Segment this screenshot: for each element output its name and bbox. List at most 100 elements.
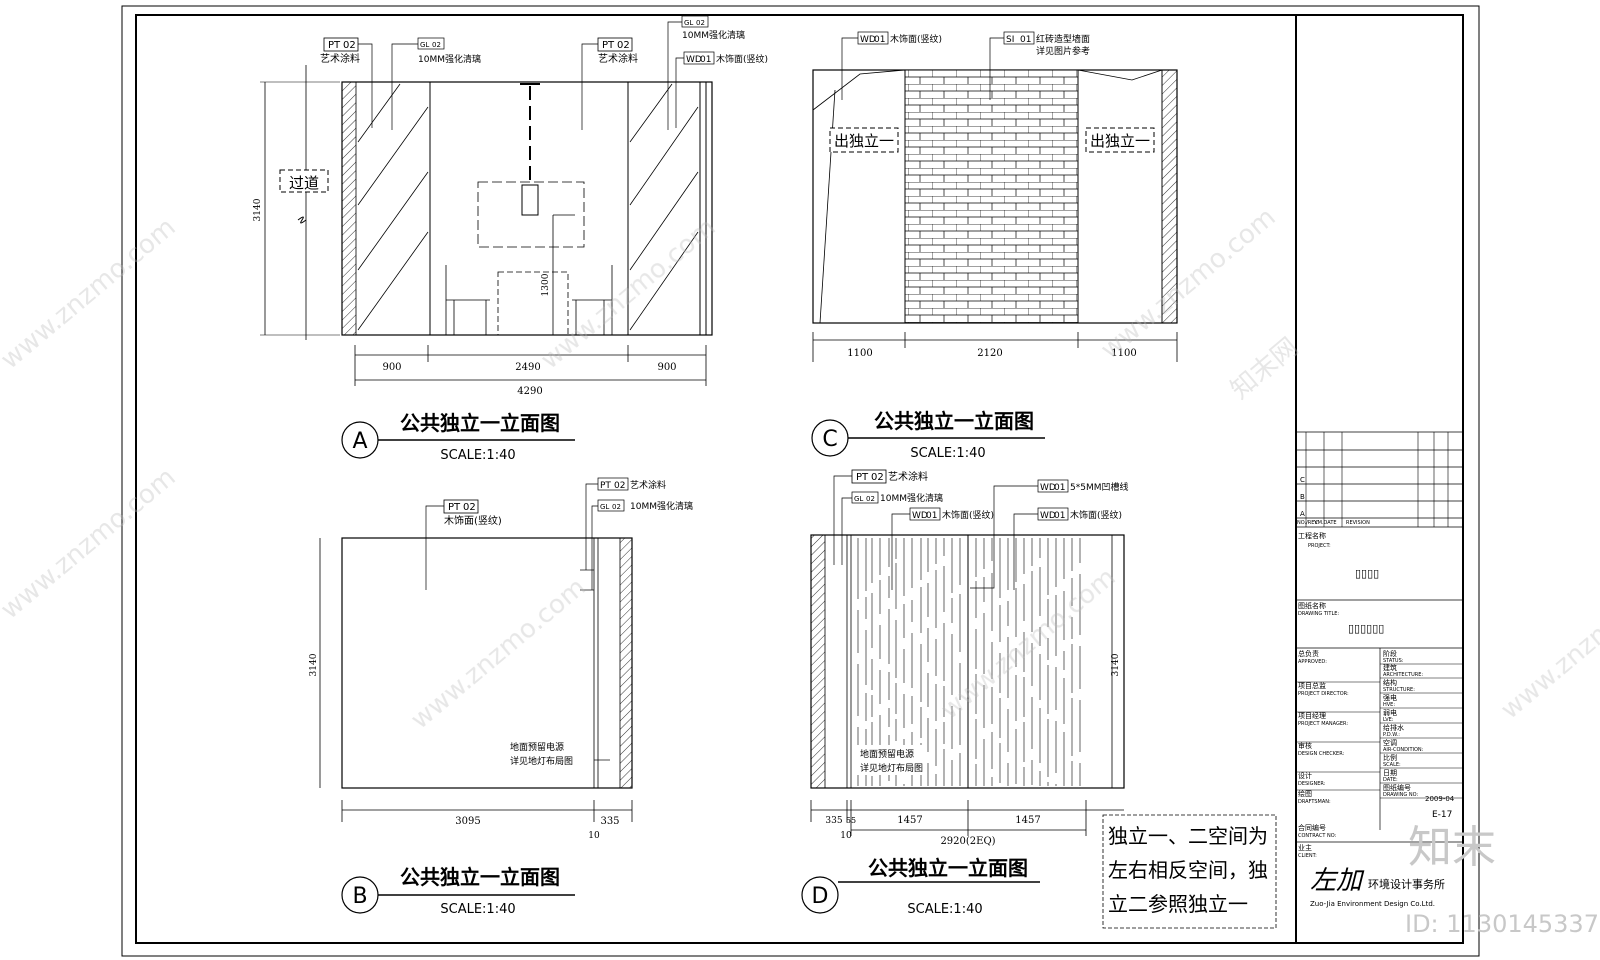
elev-a-height: 3140	[253, 198, 263, 221]
firm-cn: 环境设计事务所	[1368, 877, 1445, 891]
tb-discipline-4-cn: 给排水	[1383, 723, 1404, 732]
contract-cn: 合同编号	[1298, 823, 1326, 832]
elev-a-tag-1-code: PT	[328, 40, 341, 51]
elev-b-scale: SCALE:1:40	[440, 902, 515, 917]
watermark-3: www.znzmo.com	[1095, 202, 1281, 365]
elev-a-dim-2: 2490	[515, 362, 540, 373]
elev-d-tag-4-text: 5*5MM凹槽线	[1070, 481, 1128, 493]
elev-d-tag-5-text: 木饰面(竖纹)	[1070, 509, 1122, 521]
drawing-title-value: ▯▯▯▯▯▯	[1348, 622, 1384, 635]
note-line-3: 立二参照独立一	[1108, 892, 1248, 916]
elev-a-inner-height: 1300	[541, 273, 551, 296]
elev-b-tag-3-code: GL	[600, 503, 609, 511]
elev-a-tag-3-num: 02	[617, 40, 630, 51]
tb-manager-cn: 项目经理	[1298, 711, 1326, 720]
elev-c-tag-1-text: 木饰面(竖纹)	[890, 33, 942, 45]
rev-header-revision: REVISION	[1346, 520, 1370, 526]
elev-b-tag-1-text: 木饰面(竖纹)	[444, 514, 502, 527]
elev-a-tag-4-num: 02	[696, 19, 705, 27]
elevation-a: 过道 3140 1300 900 2490 900 4290 PT 02 艺术涂…	[253, 15, 768, 463]
elevation-d: 3140 地面预留电源 详见地灯布局图 335 55 1457 1457 10 …	[801, 469, 1128, 917]
elev-d-tag-3-text: 木饰面(竖纹)	[942, 509, 994, 521]
drawing-title-en: DRAWING TITLE:	[1298, 611, 1339, 617]
elev-a-tag-2-text: 10MM强化清璃	[418, 53, 481, 65]
project-value: ▯▯▯▯	[1355, 567, 1379, 580]
elev-d-dim-1: 335	[825, 816, 842, 826]
elev-d-letter: D	[812, 884, 829, 909]
tb-director-cn: 项目总监	[1298, 681, 1326, 690]
elev-d-tag-2-code: GL	[854, 495, 863, 503]
rev-row-b: B	[1300, 493, 1305, 501]
tb-discipline-0-en: ARCHITECTURE:	[1383, 672, 1423, 678]
note-line-1: 独立一、二空间为	[1108, 824, 1268, 848]
elev-a-letter: A	[352, 429, 367, 454]
elev-b-sub: 10	[588, 831, 600, 841]
elev-a-tag-5-text: 木饰面(竖纹)	[716, 53, 768, 65]
rev-header-no: NO./REV.	[1297, 520, 1319, 526]
tb-date-en: DATE:	[1383, 777, 1398, 783]
client-cn: 业主	[1298, 843, 1312, 852]
tb-discipline-2-cn: 强电	[1383, 693, 1397, 702]
elev-d-tag-4-num: 01	[1054, 483, 1065, 493]
elev-c-dim-3: 1100	[1111, 348, 1136, 359]
elev-c-brick-note: 详见图片参考	[1036, 45, 1090, 57]
rev-header-date: Y.M.DATE	[1313, 520, 1337, 526]
tb-designer-en: DESIGNER:	[1298, 781, 1326, 787]
elev-b-dim-2: 335	[600, 816, 619, 827]
watermark-6: www.znzmo.com	[935, 562, 1121, 725]
wood-grain-lines	[857, 538, 1081, 786]
firm-en: Zuo-Jia Environment Design Co.Ltd.	[1310, 900, 1435, 908]
elev-a-dim-1: 900	[382, 362, 401, 373]
watermark-1: www.znzmo.com	[0, 212, 182, 375]
tb-drawing-no-value: E-17	[1432, 810, 1452, 820]
elev-d-dim-4: 1457	[1015, 815, 1040, 826]
tb-discipline-4-en: P.D.W.:	[1383, 732, 1400, 738]
elev-d-height: 3140	[1111, 653, 1121, 676]
tb-discipline-0-cn: 建筑	[1383, 663, 1397, 672]
tb-manager-en: PROJECT MANAGER:	[1298, 721, 1348, 727]
tb-checker-cn: 审核	[1298, 741, 1312, 750]
tb-director-en: PROJECT DIRECTOR:	[1298, 691, 1349, 697]
watermark-7: www.znzmo.com	[1495, 562, 1600, 725]
elev-d-dim-total: 2920(2EQ)	[940, 836, 995, 847]
elev-b-tag-2-code: PT	[600, 481, 611, 491]
elev-d-note-2: 详见地灯布局图	[860, 762, 923, 774]
elev-a-tag-5-num: 01	[700, 55, 711, 65]
elev-a-tag-2-num: 02	[432, 41, 441, 49]
elev-d-title: 公共独立一立面图	[868, 856, 1028, 880]
rev-row-a: A	[1300, 510, 1305, 518]
tb-drawing-no-cn: 图纸编号	[1383, 783, 1411, 792]
elev-d-scale: SCALE:1:40	[907, 902, 982, 917]
elev-b-tag-3-text: 10MM强化清璃	[630, 500, 693, 512]
tb-discipline-5-cn: 空调	[1383, 738, 1397, 747]
project-cn: 工程名称	[1298, 531, 1326, 540]
elev-c-dim-1: 1100	[847, 348, 872, 359]
tb-checker-en: DESIGN CHECKER:	[1298, 751, 1345, 757]
tb-discipline-3-en: LVE:	[1383, 717, 1394, 723]
elev-b-letter: B	[352, 884, 367, 909]
drawing-title-cn: 图纸名称	[1298, 601, 1326, 610]
firm-logo: 左加	[1310, 866, 1365, 896]
elev-b-tag-3-num: 02	[612, 503, 621, 511]
watermark-4: www.znzmo.com	[0, 462, 182, 625]
elev-b-dim-1: 3095	[455, 816, 480, 827]
tb-discipline-2-en: HVE:	[1383, 702, 1395, 708]
elev-a-tag-1-num: 02	[343, 40, 356, 51]
elev-a-tag-3-text: 艺术涂料	[598, 52, 638, 65]
watermark-8: 知末网	[1225, 332, 1304, 405]
tb-status-en: STATUS:	[1383, 658, 1404, 664]
brand-logo: 知末	[1408, 822, 1496, 873]
elev-d-sub: 10	[840, 831, 852, 841]
elev-d-tag-2-num: 02	[866, 495, 875, 503]
elev-d-tag-4-code: WD	[1040, 483, 1056, 493]
tb-approved-cn: 总负责	[1298, 649, 1319, 658]
tb-drawing-no-en: DRAWING NO:	[1383, 792, 1418, 798]
elev-a-dim-3: 900	[657, 362, 676, 373]
elev-a-tag-3-code: PT	[602, 40, 615, 51]
inner-border	[135, 14, 1464, 944]
elev-a-tag-2-code: GL	[420, 41, 429, 49]
elev-c-title: 公共独立一立面图	[874, 409, 1034, 433]
tb-approved-en: APPROVED:	[1298, 659, 1327, 665]
title-block: C B A NO./REV. Y.M.DATE REVISION 工程名称 PR…	[1295, 15, 1463, 943]
